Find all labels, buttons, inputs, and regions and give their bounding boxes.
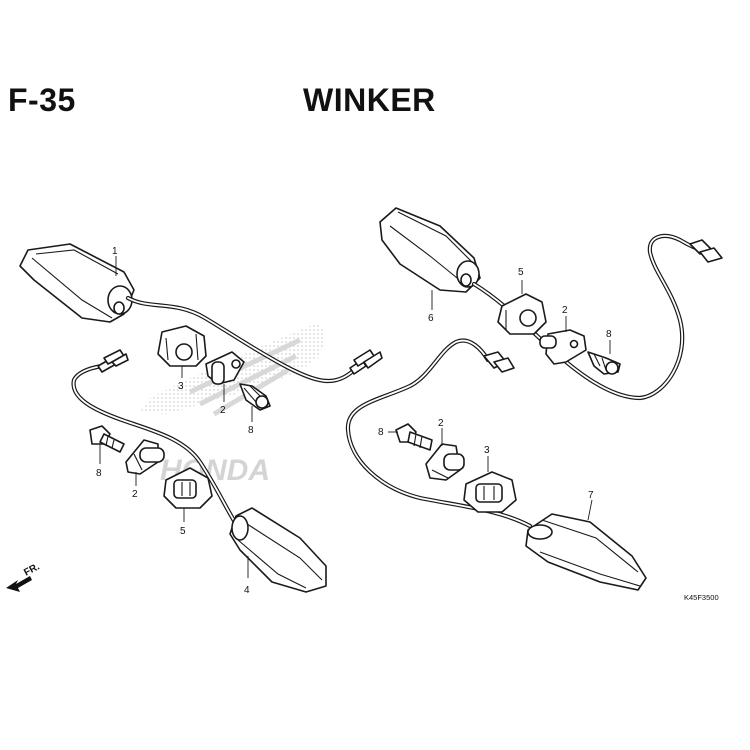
front-label: FR. xyxy=(22,561,42,578)
reference-code: K45F3500 xyxy=(684,593,719,602)
wire-winker-4 xyxy=(71,349,239,527)
part-bolt-8-left-upper xyxy=(239,383,271,411)
part-winker-7 xyxy=(525,513,647,591)
leader-lines xyxy=(99,256,611,578)
callout-4: 4 xyxy=(244,585,250,596)
part-winker-6 xyxy=(379,207,481,293)
part-grommet-3-right xyxy=(463,471,517,513)
callout-5-right: 5 xyxy=(518,267,524,278)
callout-2-left-upper: 2 xyxy=(220,405,226,416)
part-bolt-8-right-lower xyxy=(395,423,433,451)
callout-3-left: 3 xyxy=(178,381,184,392)
callout-5-left: 5 xyxy=(180,526,186,537)
callout-8-left-upper: 8 xyxy=(248,425,254,436)
part-grommet-5-right xyxy=(497,293,547,335)
diagram-code: F-35 xyxy=(8,82,76,118)
callout-8-right-upper: 8 xyxy=(606,329,612,340)
callout-2-right-lower: 2 xyxy=(438,418,444,429)
part-collar-2-left-lower xyxy=(125,439,165,475)
front-direction-marker: FR. xyxy=(6,561,42,592)
callout-7: 7 xyxy=(588,490,594,501)
callout-8-right-lower: 8 xyxy=(378,427,384,438)
wire-winker-7 xyxy=(345,338,533,529)
part-bolt-8-left-lower xyxy=(89,425,125,453)
part-grommet-3-left xyxy=(157,325,207,367)
part-collar-2-left-upper xyxy=(205,351,245,385)
callout-8-left-lower: 8 xyxy=(96,468,102,479)
part-winker-1 xyxy=(19,243,135,323)
diagram-title: WINKER xyxy=(303,82,436,118)
callout-2-right-upper: 2 xyxy=(562,305,568,316)
part-winker-4 xyxy=(229,507,327,593)
part-collar-2-right-lower xyxy=(425,443,465,481)
front-arrow-icon xyxy=(6,576,32,592)
callout-6: 6 xyxy=(428,313,434,324)
callout-1: 1 xyxy=(112,246,118,257)
part-bolt-8-right-upper xyxy=(587,351,621,375)
part-grommet-5-left xyxy=(163,467,213,509)
callout-2-left-lower: 2 xyxy=(132,489,138,500)
callout-3-right: 3 xyxy=(484,445,490,456)
part-collar-2-right-upper xyxy=(539,329,587,365)
wire-winker-1 xyxy=(125,295,383,384)
